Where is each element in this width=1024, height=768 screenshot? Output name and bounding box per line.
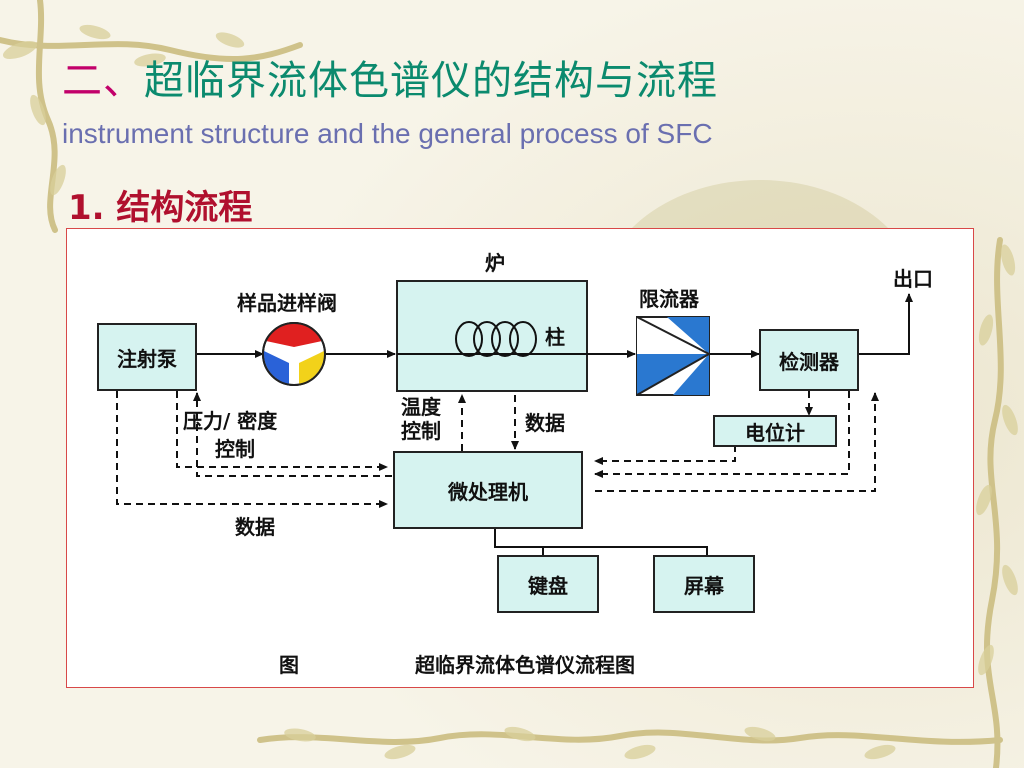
oven-data-label: 数据 — [525, 411, 565, 435]
outlet-label: 出口 — [893, 267, 933, 291]
oven-label: 炉 — [485, 251, 505, 275]
control-data-lines — [116, 391, 879, 508]
title-text: 超临界流体色谱仪的结构与流程 — [144, 58, 718, 104]
peripheral-lines — [494, 527, 708, 555]
keyboard-box: 键盘 — [497, 555, 599, 613]
restrictor-icon — [636, 316, 710, 396]
slide-subtitle: instrument structure and the general pro… — [62, 118, 713, 149]
column-coil-icon — [455, 321, 537, 357]
slide-title: 二、超临界流体色谱仪的结构与流程 — [62, 48, 718, 106]
detector-box: 检测器 — [759, 329, 859, 391]
pump-box: 注射泵 — [97, 323, 197, 391]
diagram-connectors — [116, 280, 913, 555]
figure-caption: 超临界流体色谱仪流程图 — [415, 653, 635, 677]
pressure-density-label: 压力/ 密度 — [183, 409, 278, 433]
figure-caption-prefix: 图 — [279, 653, 299, 677]
pump-data-label: 数据 — [235, 515, 275, 539]
injector-label: 样品进样阀 — [237, 291, 337, 315]
temperature-control-label: 控制 — [401, 419, 441, 443]
microprocessor-box: 微处理机 — [393, 451, 583, 529]
screen-box: 屏幕 — [653, 555, 755, 613]
temperature-label: 温度 — [401, 395, 441, 419]
potentiometer-box: 电位计 — [713, 415, 837, 447]
title-prefix: 二、 — [62, 58, 144, 104]
control-label: 控制 — [215, 437, 255, 461]
flow-diagram: 注射泵 检测器 电位计 微处理机 键盘 屏幕 样品进样阀 炉 柱 限流器 出口 … — [66, 228, 974, 688]
restrictor-label: 限流器 — [639, 287, 699, 311]
injection-valve-icon — [262, 322, 326, 386]
column-label: 柱 — [545, 325, 565, 349]
section-title: 1. 结构流程 — [68, 188, 253, 228]
